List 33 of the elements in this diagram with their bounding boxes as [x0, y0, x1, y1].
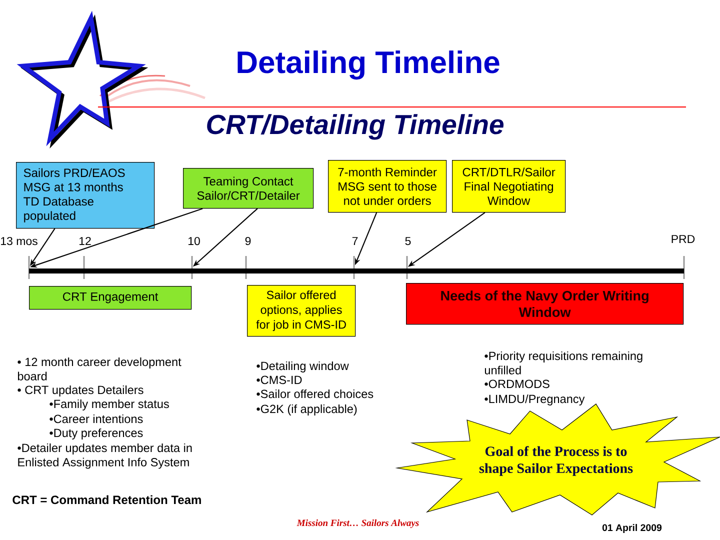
phase-box: CRT Engagement: [29, 286, 192, 310]
bullet-item: •Career intentions: [50, 414, 143, 424]
title: Detailing Timeline: [238, 50, 500, 80]
bullet-item: •ORDMODS: [484, 380, 550, 388]
subtitle: CRT/Detailing Timeline: [207, 114, 504, 140]
bullet-item: •LIMDU/Pregnancy: [484, 394, 585, 406]
footnote: CRT = Command Retention Team: [12, 495, 201, 504]
bullet-item: •Family member status: [50, 399, 169, 410]
bullet-item: •G2K (if applicable): [256, 404, 357, 416]
tick-label: 13 mos: [1, 236, 38, 246]
bullet-item: •Sailor offered choices: [256, 389, 374, 398]
bullet-item: • CRT updates Detailers: [18, 385, 144, 396]
phase-box: Sailor offered options, applies for job in CMS-ID: [247, 285, 356, 337]
tick-label: PRD: [672, 235, 695, 243]
date: 01 April 2009: [602, 524, 662, 533]
motto: Mission First… Sailors Always: [296, 519, 419, 528]
callout-box: Sailors PRD/EAOS MSG at 13 months TD Database populated: [16, 162, 155, 229]
bullet-item: •Detailing window: [256, 361, 349, 372]
tick-label: 7: [352, 237, 358, 245]
callout-box: 7-month Reminder MSG sent to those not under orders: [328, 160, 447, 213]
tick-label: 12: [80, 236, 91, 245]
bullet-item: •Duty preferences: [50, 428, 143, 440]
bullet-item: •Detailer updates member data in Enlisted Assignment Info System: [18, 443, 192, 469]
tick-label: 5: [405, 237, 411, 246]
tick-mark: [28, 256, 30, 279]
bullet-item: •Priority requisitions remaining unfilled: [484, 351, 642, 374]
phase-box: Needs of the Navy Order Writing Window: [406, 283, 684, 325]
tick-label: 9: [245, 236, 251, 246]
callout-box: Teaming Contact Sailor/CRT/Detailer: [183, 168, 314, 209]
bullet-item: • 12 month career development board: [18, 357, 182, 380]
tick-label: 10: [188, 236, 200, 246]
bullet-item: •CMS-ID: [256, 376, 302, 384]
callout-box: CRT/DTLR/Sailor Final Negotiating Window: [452, 160, 566, 213]
